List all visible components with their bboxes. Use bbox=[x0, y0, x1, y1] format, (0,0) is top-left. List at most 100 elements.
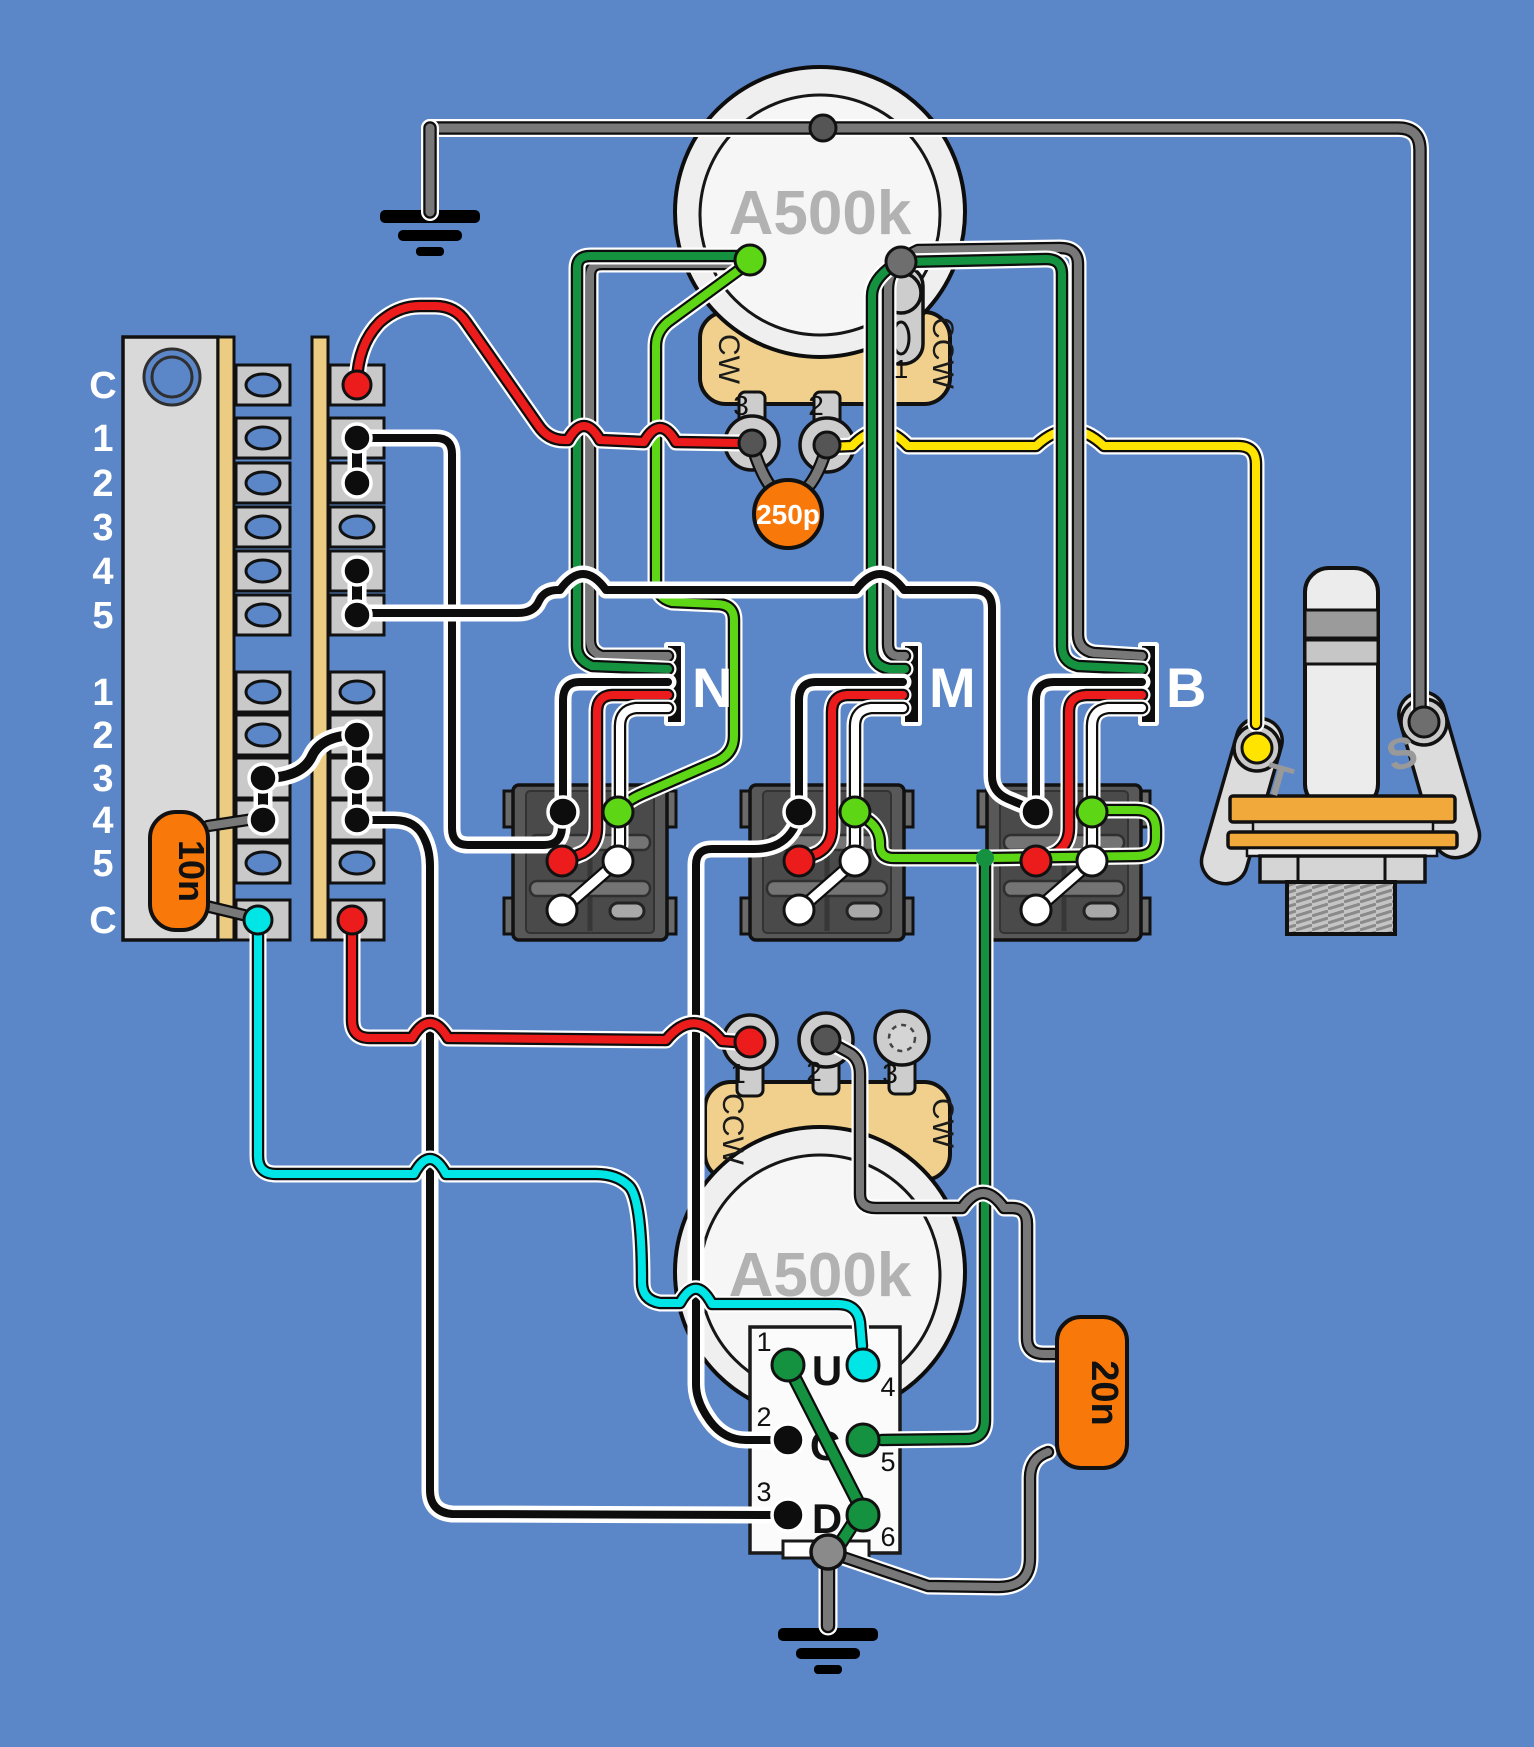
selector-to-toggle-lug3-wire bbox=[353, 816, 774, 1519]
ground-symbol-top-bar bbox=[416, 247, 444, 256]
cap-10n-label: 10n bbox=[171, 840, 212, 902]
cap-10n-body bbox=[148, 810, 210, 932]
bridge-eyelet-red bbox=[1019, 844, 1053, 878]
bridge-white-wire bbox=[1086, 704, 1146, 862]
selector-row-label: 3 bbox=[92, 758, 113, 800]
volume-pot-value: A500k bbox=[729, 179, 912, 248]
selector-dot-common-cyan bbox=[242, 904, 274, 936]
selector-row-label: 1 bbox=[92, 672, 113, 714]
green-bus-junction bbox=[976, 849, 994, 867]
selector-dot bbox=[341, 599, 373, 631]
selector-lug-column-outer-hole bbox=[338, 850, 376, 876]
toggle-lug5-dot bbox=[845, 1422, 881, 1458]
selector-to-toggle-lug4-cyan-wire bbox=[254, 916, 866, 1350]
jack-prong bbox=[1303, 566, 1380, 810]
selector-row-label: 2 bbox=[92, 463, 113, 505]
neck-eyelet-black bbox=[546, 795, 580, 829]
tone-lug1-solder-dot bbox=[733, 1025, 767, 1059]
tone-lug3-number: 3 bbox=[882, 1058, 898, 1089]
cap-250p-body bbox=[752, 478, 824, 550]
bridge-bare-wire bbox=[898, 244, 1146, 660]
middle-eyelet-white2 bbox=[782, 893, 816, 927]
middle-eyelet-white bbox=[838, 844, 872, 878]
bridge-bar-black-wire bbox=[1032, 678, 1146, 814]
volume-lug2-solder-dot bbox=[812, 430, 842, 460]
toggle-label-up: U bbox=[812, 1347, 842, 1394]
selector-row-label: 1 bbox=[92, 418, 113, 460]
jack-tip-solder-dot bbox=[1240, 731, 1274, 765]
selector-row-label: 4 bbox=[92, 551, 113, 593]
selector-lug-column-inner-hole bbox=[244, 722, 282, 748]
selector-wafer bbox=[310, 335, 330, 942]
middle-white-wire bbox=[849, 704, 907, 862]
selector-row-label: 3 bbox=[92, 507, 113, 549]
jack-threaded-barrel bbox=[1285, 880, 1397, 936]
bridge-eyelet-white bbox=[1075, 844, 1109, 878]
volume-lug1-solder-dot bbox=[884, 245, 918, 279]
pickup-label-middle: M bbox=[929, 656, 976, 719]
neck-eyelet-red bbox=[545, 844, 579, 878]
selector-lug-column-inner-hole bbox=[244, 850, 282, 876]
jack-prong-band-dark bbox=[1303, 608, 1380, 640]
neck-ground-junction-dot bbox=[733, 243, 767, 277]
jack-washer-bottom bbox=[1226, 830, 1459, 850]
neck-eyelet-green-link bbox=[616, 258, 754, 816]
volume-lug1-number: 1 bbox=[894, 354, 908, 384]
selector-lug-column-inner-hole bbox=[244, 679, 282, 705]
volume-ccw-label: CCW bbox=[926, 317, 959, 389]
bridge-eyelet-green-link bbox=[986, 806, 1160, 862]
selector-row-label: C bbox=[89, 900, 116, 942]
toggle-ground-to-20n-wire bbox=[836, 1448, 1052, 1591]
tone-lug3-empty bbox=[887, 1023, 917, 1053]
selector-dot bbox=[341, 719, 373, 751]
selector-row-label: 5 bbox=[92, 595, 113, 637]
middle-eyelet-green bbox=[838, 795, 872, 829]
jack-sleeve-solder-dot bbox=[1407, 705, 1441, 739]
middle-eyelet-red bbox=[782, 844, 816, 878]
green-bus-to-toggle-lug5 bbox=[878, 854, 989, 1444]
selector-lug-column-outer-hole bbox=[338, 679, 376, 705]
selector-lug-column-inner-hole bbox=[244, 425, 282, 451]
selector-dot bbox=[341, 467, 373, 499]
neck-bar-black-wire bbox=[559, 678, 672, 814]
toggle-lug2-number: 2 bbox=[756, 1402, 771, 1432]
selector-dot bbox=[247, 762, 279, 794]
tone-pot-value: A500k bbox=[729, 1241, 912, 1310]
selector-to-volume-red-wire bbox=[353, 302, 744, 447]
selector-dot-common-bottom bbox=[336, 904, 368, 936]
neck-bare-wire bbox=[586, 260, 752, 660]
toggle-lug6-dot bbox=[845, 1497, 881, 1533]
neck-red-wire bbox=[562, 691, 672, 864]
selector-lug-column-inner-hole bbox=[244, 514, 282, 540]
tone-lug2-number: 2 bbox=[806, 1056, 822, 1087]
toggle-lug3-number: 3 bbox=[756, 1477, 771, 1507]
toggle-lug2-dot bbox=[770, 1422, 806, 1458]
middle-green-wire bbox=[868, 258, 909, 673]
jack-hex-nut bbox=[1258, 854, 1427, 884]
middle-red-wire bbox=[797, 691, 907, 864]
selector-row-label: 4 bbox=[92, 800, 113, 842]
pickup-base-neck-empty-slot bbox=[608, 901, 646, 921]
bridge-eyelet-green bbox=[1075, 795, 1109, 829]
neck-green-wire bbox=[573, 252, 752, 673]
selector-to-bridge-black-wire bbox=[353, 570, 1036, 813]
middle-bar-black-wire bbox=[795, 678, 907, 814]
selector-dot-common-top bbox=[341, 369, 373, 401]
bridge-green-wire bbox=[898, 255, 1146, 673]
toggle-lug5-number: 5 bbox=[880, 1447, 895, 1477]
toggle-ground-tab bbox=[809, 1533, 847, 1571]
volume-lug2-number: 2 bbox=[808, 390, 824, 421]
tone-ccw-label: CCW bbox=[716, 1093, 749, 1165]
selector-to-neck-black-wire bbox=[353, 434, 567, 849]
cap-20n-label: 20n bbox=[1083, 1360, 1125, 1425]
selector-row-label: 2 bbox=[92, 715, 113, 757]
volume-cw-label: CW bbox=[712, 334, 745, 385]
bridge-eyelet-black bbox=[1019, 795, 1053, 829]
toggle-lug3-dot bbox=[770, 1497, 806, 1533]
selector-jumper-curve bbox=[258, 730, 362, 783]
neck-eyelet-white bbox=[601, 844, 635, 878]
toggle-lug4-number: 4 bbox=[880, 1372, 895, 1402]
neck-white-wire bbox=[614, 704, 672, 862]
ground-symbol-top-bar bbox=[398, 230, 462, 241]
